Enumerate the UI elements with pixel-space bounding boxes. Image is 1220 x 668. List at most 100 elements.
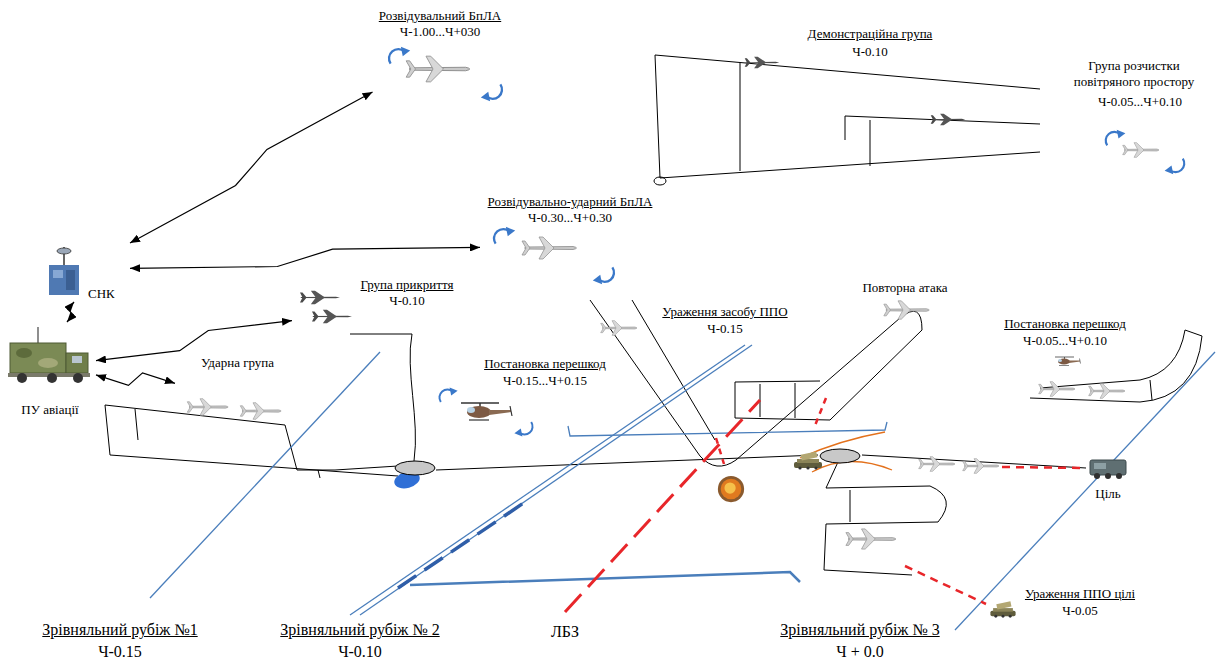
flight-paths [105,55,1202,575]
unit-title: ПУ авіації [16,402,84,418]
flight-tick [870,120,871,166]
flight-path [1030,330,1202,402]
helicopter-icon [1055,357,1081,366]
flight-path [350,334,415,461]
annotation: Ураження ППО цілі [1023,586,1137,602]
flight-tick [795,383,796,418]
radar-icon [49,247,79,295]
front-line [565,400,760,612]
unit-time: Ч-1.00...Ч+030 [398,24,483,40]
unit-node: Ударна група [175,355,300,425]
uav-icon [963,459,999,474]
flight-path [824,462,946,575]
air-defence-icon [990,601,1015,617]
strike-aircraft [240,403,281,420]
comm-link [130,247,480,268]
unit-node: Група прикриттяЧ-0.10 [292,277,464,329]
flight-path [660,152,1040,178]
annotation: Ч-0.05...Ч+0.10 [1096,94,1184,110]
flight-tick [318,470,320,478]
air-defence-icon [794,451,822,469]
comm-link [130,92,373,243]
annotation: Ч-0.15 [96,642,144,661]
waypoint-oval [395,461,435,475]
red-lines [565,398,1086,612]
unit-node: СНК [40,240,130,302]
loiter-arrow [481,84,502,101]
comm-link [67,302,74,322]
annotation: ЛБЗ [549,622,581,641]
uav-icon [919,457,955,472]
unit-title: СНК [86,286,117,302]
boundary-lines [150,345,1215,630]
flight-path [105,405,398,470]
flight-path [105,405,398,476]
loiter-arrow [1106,130,1126,146]
cover-line [410,572,800,585]
strike-line [1002,467,1086,468]
strike-aircraft [187,399,228,416]
explosion-icon [718,476,744,502]
comm-link [96,373,175,386]
unit-node: Розвідувальний БпЛАЧ-1.00...Ч+030 [340,8,540,92]
comm-link [96,321,292,361]
annotation: Демонстраційна група [806,26,935,42]
annotation: Зрівняльний рубіж №1 [40,620,199,639]
uav-icon [1123,143,1159,158]
unit-title: Ударна група [199,355,276,371]
uav-icon [1089,384,1125,399]
target-icon [1090,460,1126,479]
annotation: Повторна атака [860,280,949,296]
annotation: Зрівняльний рубіж № 3 [778,620,941,639]
loiter-arrow [439,388,457,402]
annotation: Ч-0.05...Ч+0.10 [1021,333,1109,349]
unit-title: Розвідувальний БпЛА [377,8,503,24]
flight-path [655,55,1040,178]
unit-time: Ч-0.10 [387,293,427,309]
flight-tick [135,409,138,440]
annotation: Ч + 0.0 [834,642,885,661]
strike-line [716,438,724,464]
annotation: Ч-0.15...Ч+0.15 [501,373,589,389]
command-post-icon [8,327,90,383]
annotation: Ч-0.10 [850,44,890,60]
annotation: Ураження засобу ППО [660,304,789,320]
flight-tick [850,490,851,522]
flight-tick [1150,380,1152,400]
jamming-curve [812,461,892,472]
uav-icon [406,56,470,82]
uav-icon [601,321,637,336]
unit-title: Розвідувально-ударний БпЛА [486,194,655,210]
boundary-dash [398,502,525,588]
helicopter-icon [461,403,512,420]
boundary-line [955,352,1215,630]
unit-time: Ч-0.30...Ч+0.30 [526,210,614,226]
fighter-icon [312,310,352,323]
unit-title: Група прикриття [359,277,456,293]
uav-icon [1039,382,1075,397]
strike-line [905,566,986,604]
annotation: Ч-0.10 [336,642,384,661]
boundary-line [150,352,380,598]
waypoint-oval [820,449,860,463]
fighter-icon [300,291,340,304]
annotation: Постановка перешкод [482,356,608,372]
fighter-icon [931,114,966,126]
loiter-arrow [514,422,532,436]
loiter-arrow [494,227,515,244]
annotation: Ч-0.15 [705,321,745,337]
uav-icon [522,237,577,259]
start-point [654,177,666,185]
uav-icon [846,529,896,549]
annotation: Ч-0.05 [1060,603,1100,619]
uav-icon [884,301,929,319]
loiter-arrow [389,47,410,64]
annotation: Ціль [1093,486,1122,502]
flight-path [436,455,818,470]
annotation: Група розчистки повітряного простору [1052,58,1216,90]
fighter-icon [745,57,780,69]
strike-line [814,398,826,428]
loiter-arrow [1165,159,1185,175]
